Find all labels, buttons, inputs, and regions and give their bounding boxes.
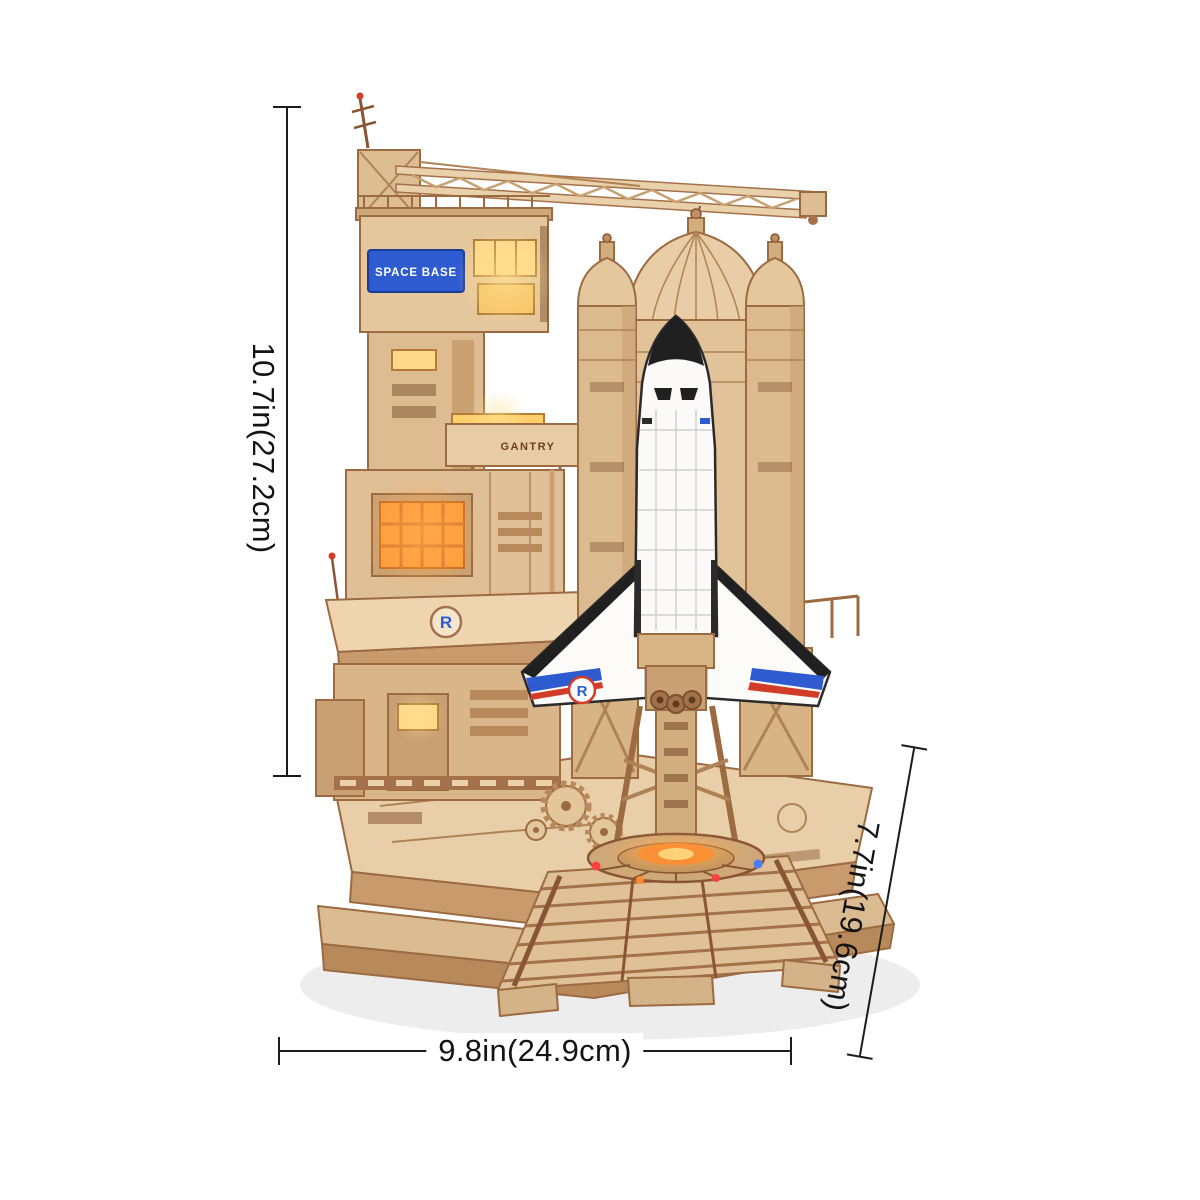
deck-logo-letter: R <box>440 613 452 632</box>
engine-glow-led <box>591 832 763 884</box>
space-base-sign: SPACE BASE <box>367 249 465 293</box>
shuttle-wings: R <box>520 553 832 708</box>
cockpit-window-right <box>680 388 698 400</box>
booster-right <box>744 233 860 647</box>
width-dimension-label: 9.8in(24.9cm) <box>426 1033 644 1069</box>
height-dimension-line <box>286 107 288 776</box>
gantry-label: GANTRY <box>500 441 555 453</box>
led-lattice-panel <box>362 474 482 594</box>
launch-mount <box>586 705 766 884</box>
height-dimension-label: 10.7in(27.2cm) <box>246 342 281 554</box>
height-dimension-cap-top <box>273 106 301 108</box>
fuselage-panel-lines <box>636 410 716 630</box>
shuttle-nose-cone <box>648 316 704 366</box>
width-dimension-cap-right <box>790 1037 792 1065</box>
wing-logo-roundel: R <box>567 675 597 705</box>
shuttle-engine-section <box>637 633 715 714</box>
control-cabin: SPACE BASE <box>355 195 553 333</box>
space-base-sign-text: SPACE BASE <box>375 267 457 279</box>
width-dimension-cap-left <box>278 1037 280 1065</box>
height-dimension-cap-bottom <box>273 775 301 777</box>
cockpit-window-left <box>654 388 672 400</box>
tower-column <box>367 331 485 491</box>
launch-rails <box>497 855 841 1017</box>
launch-tower: SPACE BASE GANTRY <box>315 92 827 801</box>
deck-logo-emblem: R <box>429 605 463 639</box>
wing-logo-letter: R <box>577 683 588 700</box>
space-shuttle: R <box>520 314 832 714</box>
side-railing <box>803 594 860 638</box>
tower-lower-levels <box>315 663 561 801</box>
